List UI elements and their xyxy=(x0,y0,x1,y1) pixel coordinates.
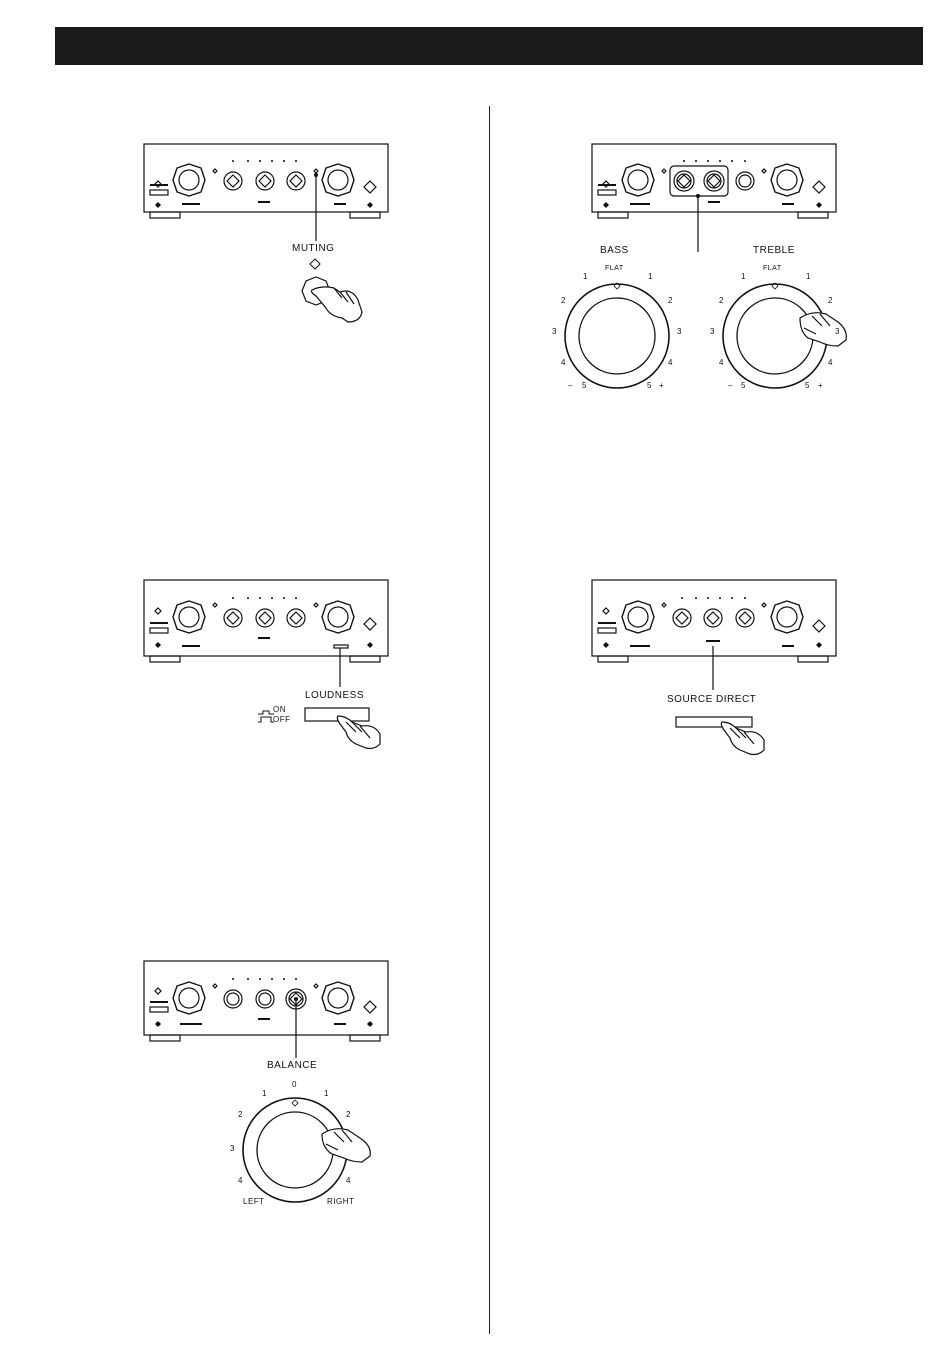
balance-tick: 3 xyxy=(230,1144,234,1153)
balance-tick: 2 xyxy=(238,1110,242,1119)
balance-tick: 1 xyxy=(262,1089,266,1098)
balance-tick: 1 xyxy=(324,1089,328,1098)
hand-icon xyxy=(322,1129,370,1162)
balance-tick: 2 xyxy=(346,1110,350,1119)
balance-left-label: LEFT xyxy=(243,1197,265,1206)
balance-tick: 4 xyxy=(238,1176,242,1185)
balance-center-tick: 0 xyxy=(292,1080,296,1089)
balance-label: BALANCE xyxy=(267,1060,317,1071)
balance-tick: 4 xyxy=(346,1176,350,1185)
balance-right-label: RIGHT xyxy=(327,1197,354,1206)
